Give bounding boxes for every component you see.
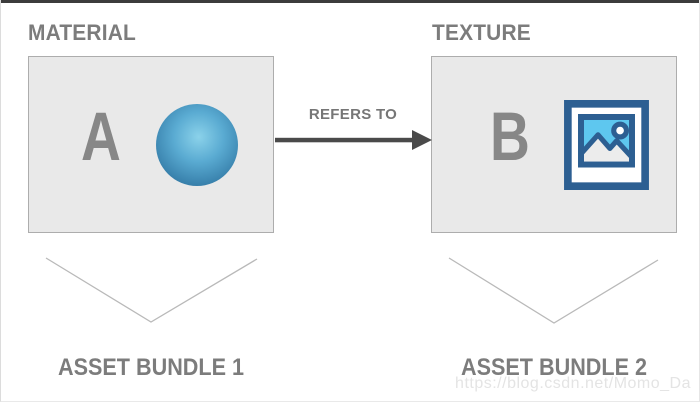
texture-box: B (431, 56, 677, 233)
right-arrow-icon (275, 130, 432, 150)
asset-bundle-1-label: ASSET BUNDLE 1 (57, 354, 245, 381)
material-letter: A (81, 98, 121, 175)
texture-heading: TEXTURE (432, 20, 531, 45)
material-box: A (28, 56, 274, 233)
sphere-icon (155, 103, 238, 186)
refers-to-label: REFERS TO (308, 106, 398, 123)
watermark: https://blog.csdn.net/Momo_Da (455, 375, 691, 392)
texture-letter: B (489, 98, 530, 175)
top-border-strip (1, 0, 699, 3)
asset-bundle-2-label: ASSET BUNDLE 2 (460, 354, 648, 381)
material-heading: MATERIAL (28, 20, 136, 45)
image-icon (564, 99, 650, 190)
